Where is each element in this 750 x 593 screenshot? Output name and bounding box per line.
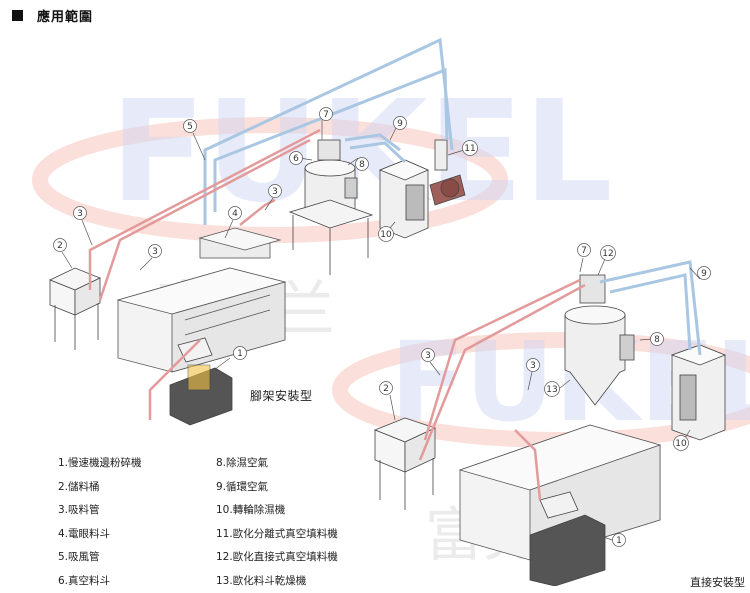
svg-text:10: 10	[380, 230, 392, 240]
svg-text:3: 3	[77, 209, 83, 219]
legend: 1.慢速機邊粉碎機 2.儲料桶 3.吸料管 4.電眼料斗 5.吸風管 6.真空料…	[58, 452, 438, 586]
svg-text:12: 12	[602, 249, 613, 259]
svg-text:8: 8	[359, 160, 365, 170]
svg-text:9: 9	[397, 119, 403, 129]
storage-bin-top	[50, 268, 100, 350]
callout-2-top: 2	[54, 239, 73, 269]
legend-item: 2.儲料桶	[58, 476, 206, 500]
svg-text:10: 10	[675, 439, 687, 449]
caption-stand-mounted: 腳架安裝型	[250, 387, 313, 404]
legend-item: 6.真空料斗	[58, 570, 206, 593]
legend-item: 10.轉輪除濕機	[216, 499, 416, 523]
legend-item: 8.除濕空氣	[216, 452, 416, 476]
svg-text:5: 5	[187, 122, 193, 132]
svg-text:9: 9	[701, 269, 707, 279]
legend-item: 4.電眼料斗	[58, 523, 206, 547]
callout-12-bottom: 12	[598, 246, 616, 276]
svg-text:2: 2	[383, 384, 389, 394]
legend-item: 1.慢速機邊粉碎機	[58, 452, 206, 476]
legend-item: 3.吸料管	[58, 499, 206, 523]
desiccant-dryer-bottom	[672, 345, 725, 440]
svg-text:1: 1	[616, 536, 622, 546]
svg-text:3: 3	[425, 351, 431, 361]
svg-text:1: 1	[237, 349, 243, 359]
svg-text:11: 11	[464, 144, 475, 154]
legend-item: 12.歐化直接式真空填料機	[216, 546, 416, 570]
svg-text:6: 6	[293, 154, 299, 164]
caption-direct-mounted: 直接安裝型	[690, 574, 745, 590]
svg-text:3: 3	[272, 187, 278, 197]
svg-text:3: 3	[152, 247, 158, 257]
legend-column-left: 1.慢速機邊粉碎機 2.儲料桶 3.吸料管 4.電眼料斗 5.吸風管 6.真空料…	[58, 452, 206, 593]
legend-item: 11.歐化分離式真空填料機	[216, 523, 416, 547]
callout-7-bottom: 7	[578, 244, 591, 273]
legend-item: 9.循環空氣	[216, 476, 416, 500]
svg-text:4: 4	[232, 209, 238, 219]
legend-item: 13.歐化料斗乾燥機	[216, 570, 416, 593]
legend-column-right: 8.除濕空氣 9.循環空氣 10.轉輪除濕機 11.歐化分離式真空填料機 12.…	[216, 452, 416, 593]
callout-3b-top: 3	[140, 245, 162, 271]
svg-text:2: 2	[57, 241, 63, 251]
svg-text:13: 13	[546, 385, 557, 395]
svg-text:3: 3	[530, 361, 536, 371]
svg-text:8: 8	[654, 335, 660, 345]
legend-item: 5.吸風管	[58, 546, 206, 570]
svg-text:7: 7	[323, 110, 329, 120]
watermark-brand-top: FUKEL	[110, 71, 613, 234]
svg-text:7: 7	[581, 246, 587, 256]
